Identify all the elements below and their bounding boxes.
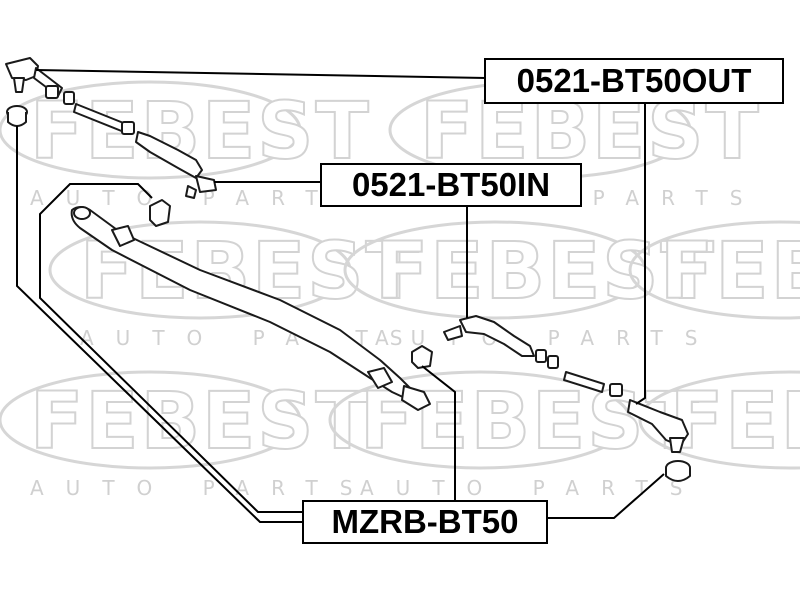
leader-outer-right xyxy=(635,104,646,405)
watermark-tagline: AUTO PARTS xyxy=(30,476,374,500)
outer-tie-rod-left xyxy=(5,57,135,135)
bushing-right xyxy=(665,460,691,482)
leader-bushing-3 xyxy=(421,365,456,500)
label-inner-tie-rod: 0521-BT50IN xyxy=(320,163,582,207)
watermark-tagline: AUTO PARTS xyxy=(375,326,719,350)
inner-tie-rod-right xyxy=(443,315,559,369)
leader-lines xyxy=(16,69,665,523)
leader-outer-left xyxy=(35,69,487,79)
leader-bushing-4 xyxy=(548,473,665,519)
watermark-brand: FEBEST xyxy=(660,227,800,317)
inner-tie-rod-left xyxy=(135,131,217,199)
watermark-brand: FEBEST xyxy=(670,377,800,467)
center-link xyxy=(70,206,431,411)
watermark-brand: FEBEST xyxy=(30,377,371,467)
bushing-left-top xyxy=(6,105,28,127)
watermark-tagline: AUTO PARTS xyxy=(360,476,704,500)
watermark-row-3: FEBEST AUTO PARTS FEBEST AUTO PARTS FEBE… xyxy=(0,370,800,500)
leader-bushing-2 xyxy=(39,183,302,513)
bushing-center xyxy=(411,345,433,369)
outer-tie-rod-right xyxy=(563,371,689,453)
watermark-tagline: AUTO PARTS xyxy=(80,326,424,350)
leader-bushing-1 xyxy=(16,126,302,523)
watermark-row-2: FEBEST AUTO PARTS FEBEST AUTO PARTS FEBE… xyxy=(48,220,800,350)
label-bushing: MZRB-BT50 xyxy=(302,500,548,544)
label-outer-tie-rod: 0521-BT50OUT xyxy=(484,58,784,104)
watermark-brand: FEBEST xyxy=(30,87,371,177)
bushing-mid-left xyxy=(149,199,171,227)
